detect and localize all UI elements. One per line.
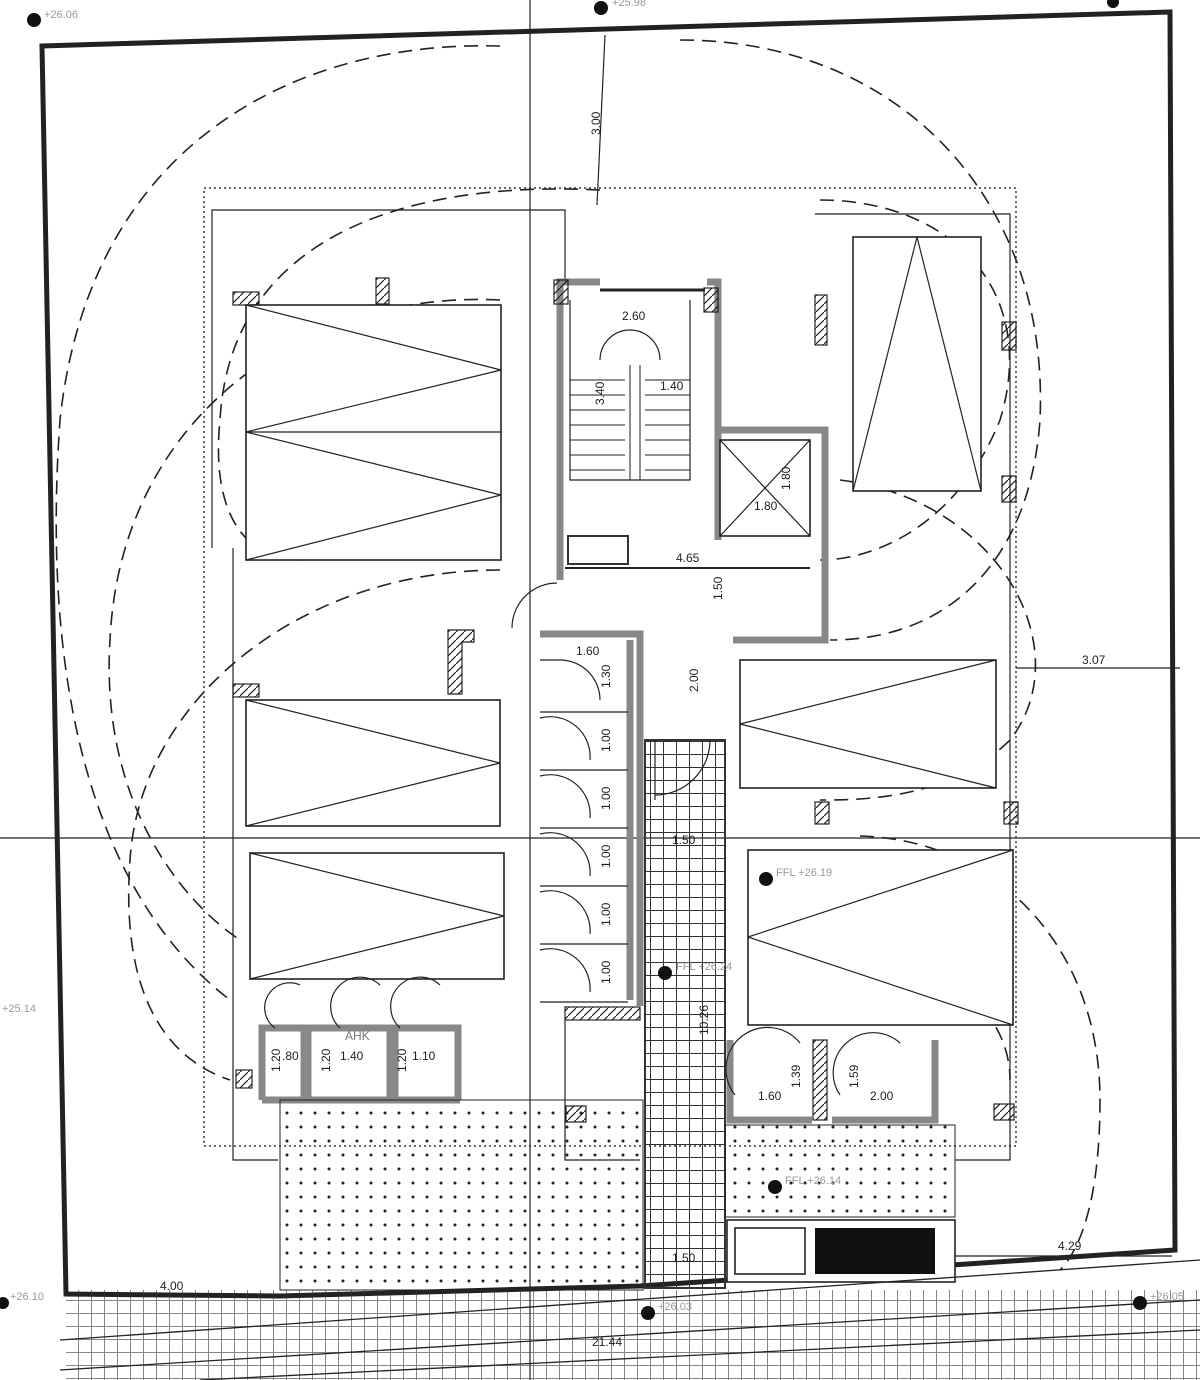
dim-corridor-len: 2.00 <box>687 668 701 692</box>
dim-room-r1-w: 1.60 <box>758 1089 782 1103</box>
dim-lobby-depth: 1.50 <box>711 576 725 600</box>
dim-wc-1: 1.30 <box>599 664 613 688</box>
level-left-mid: +25.14 <box>2 1003 36 1015</box>
level-top-center: +25.98 <box>612 0 646 9</box>
parking-bays <box>245 236 1014 1026</box>
dim-wc-4: 1.00 <box>599 844 613 868</box>
level-bottom-right: +26.05 <box>1150 1291 1184 1303</box>
dim-store-b-w: 1.40 <box>340 1049 364 1063</box>
dim-right-bottom: 4.29 <box>1058 1239 1082 1253</box>
dim-store-c-w: 1.10 <box>412 1049 436 1063</box>
ffl-right: FFL +26.19 <box>776 867 832 879</box>
dim-wc-6: 1.00 <box>599 960 613 984</box>
dim-store-a-w: .80 <box>282 1049 299 1063</box>
level-markers <box>0 0 1147 1320</box>
level-bottom-center: +26.03 <box>658 1301 692 1313</box>
dim-corridor-width: 1.50 <box>672 833 696 847</box>
ffl-bottom: FFL +26.14 <box>785 1175 841 1187</box>
dim-ramp-length: 10.26 <box>697 1005 711 1035</box>
paved-area <box>724 1124 956 1218</box>
bins <box>726 1219 956 1283</box>
level-bottom-left: +26.10 <box>10 1291 44 1303</box>
dim-stair-width: 2.60 <box>622 309 646 323</box>
dim-room-r2-w: 2.00 <box>870 1089 894 1103</box>
paved-area <box>279 1099 644 1291</box>
dim-front-setback: 3.00 <box>589 111 603 135</box>
dim-lobby-width: 4.65 <box>676 551 700 565</box>
wc-cubicles <box>539 659 628 1003</box>
stair-core <box>511 278 829 1006</box>
dim-ramp-width: 1.50 <box>672 1251 696 1265</box>
dim-stair-landing: 1.40 <box>660 379 684 393</box>
dim-wc-width: 1.60 <box>576 644 600 658</box>
level-top-left: +26.06 <box>44 9 78 21</box>
dim-right-setback: 3.07 <box>1082 653 1106 667</box>
dim-lift-h: 1.80 <box>779 466 793 490</box>
storage-rooms <box>258 976 939 1124</box>
pavement <box>59 1259 1200 1380</box>
dim-store-c-h: 1.20 <box>395 1048 409 1072</box>
ramp <box>644 739 726 1289</box>
dim-wc-3: 1.00 <box>599 786 613 810</box>
dim-store-b-h: 1.20 <box>319 1048 333 1072</box>
dim-lift-w: 1.80 <box>754 499 778 513</box>
dim-wc-5: 1.00 <box>599 902 613 926</box>
dim-store-a-h: 1.20 <box>269 1048 283 1072</box>
dim-left-setback: 4.00 <box>160 1279 184 1293</box>
dim-frontage: 21.44 <box>592 1335 622 1349</box>
room-label-ahk: AHK <box>345 1029 370 1043</box>
dim-wc-2: 1.00 <box>599 728 613 752</box>
dim-room-r2-h: 1.59 <box>847 1064 861 1088</box>
ffl-corridor: FFL +26.24 <box>676 961 732 973</box>
dim-room-r1-h: 1.39 <box>789 1064 803 1088</box>
dim-stair-run: 3.40 <box>593 381 607 405</box>
